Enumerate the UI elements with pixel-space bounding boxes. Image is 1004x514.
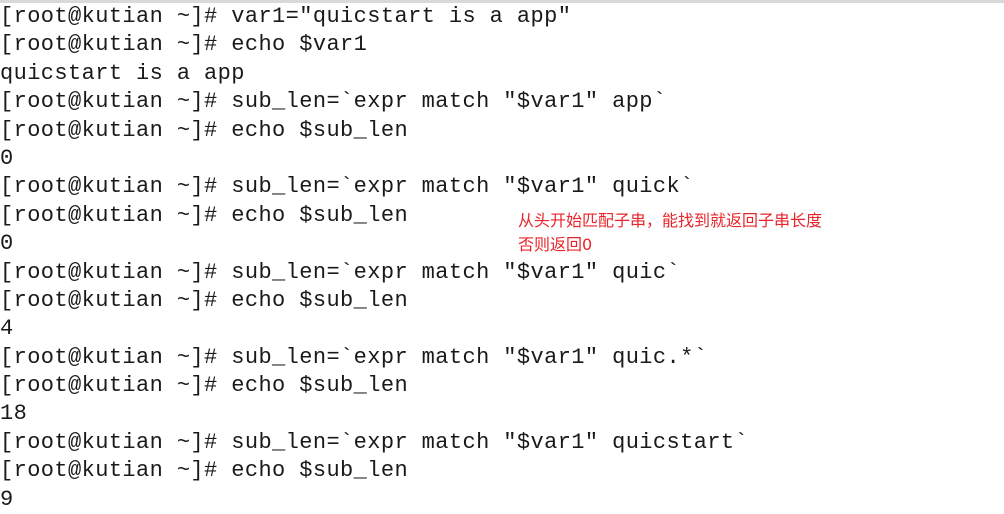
terminal-output[interactable]: [root@kutian ~]# var1="quicstart is a ap…	[0, 3, 748, 514]
terminal-line: 9	[0, 486, 14, 512]
terminal-line: quicstart is a app	[0, 60, 245, 86]
terminal-line: [root@kutian ~]# echo $var1	[0, 32, 368, 58]
annotation-line-1: 从头开始匹配子串，能找到就返回子串长度	[518, 211, 823, 230]
terminal-line: [root@kutian ~]# sub_len=`expr match "$v…	[0, 174, 694, 200]
terminal-line: 0	[0, 231, 14, 257]
terminal-line: [root@kutian ~]# sub_len=`expr match "$v…	[0, 344, 708, 370]
terminal-line: 18	[0, 401, 28, 427]
annotation-line-2: 否则返回0	[518, 235, 593, 254]
terminal-line: [root@kutian ~]# sub_len=`expr match "$v…	[0, 259, 681, 285]
red-annotation: 从头开始匹配子串，能找到就返回子串长度 否则返回0	[518, 209, 822, 257]
terminal-line: [root@kutian ~]# var1="quicstart is a ap…	[0, 4, 572, 29]
terminal-line: [root@kutian ~]# sub_len=`expr match "$v…	[0, 429, 749, 455]
terminal-line: [root@kutian ~]# echo $sub_len	[0, 287, 409, 313]
terminal-line: [root@kutian ~]# echo $sub_len	[0, 458, 409, 484]
terminal-line: [root@kutian ~]# echo $sub_len	[0, 117, 409, 143]
window-top-edge	[0, 0, 1004, 3]
terminal-line: [root@kutian ~]# echo $sub_len	[0, 373, 409, 399]
terminal-line: 0	[0, 145, 14, 171]
terminal-line: [root@kutian ~]# sub_len=`expr match "$v…	[0, 89, 667, 115]
terminal-line: 4	[0, 316, 14, 342]
terminal-line: [root@kutian ~]# echo $sub_len	[0, 202, 409, 228]
